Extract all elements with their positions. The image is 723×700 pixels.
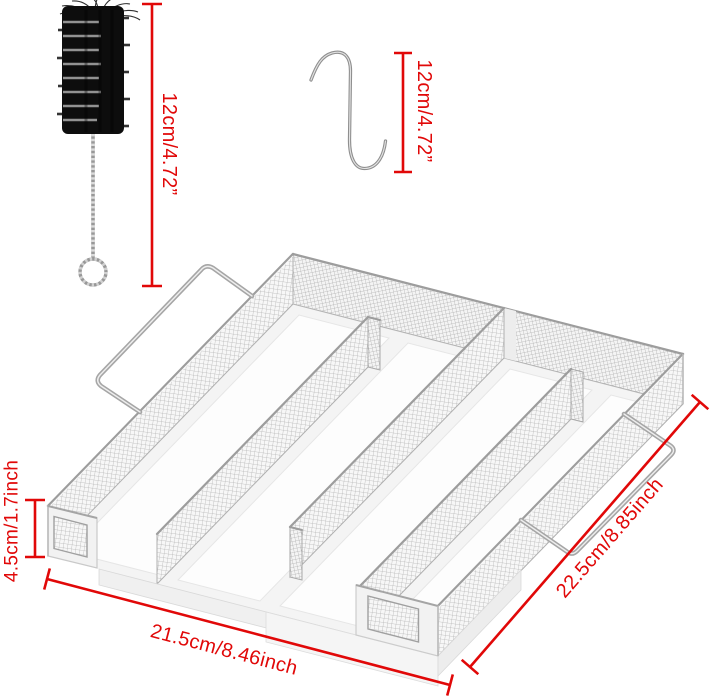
hook-height-dimension-line — [394, 51, 412, 174]
tray-depth-dimension-line — [460, 393, 710, 676]
cleaning-brush-image — [57, 0, 141, 287]
smoker-tray-image — [46, 252, 685, 687]
tray-width-dimension-line — [42, 568, 455, 696]
brush-height-dimension-line — [142, 2, 162, 288]
hook-height-label: 12cm/4.72” — [413, 59, 435, 163]
tray-height-dimension-line — [25, 498, 45, 559]
s-hook-image — [309, 50, 388, 171]
tray-height-label: 4.5cm/1.7inch — [1, 459, 23, 583]
brush-height-label: 12cm/4.72” — [158, 92, 180, 196]
